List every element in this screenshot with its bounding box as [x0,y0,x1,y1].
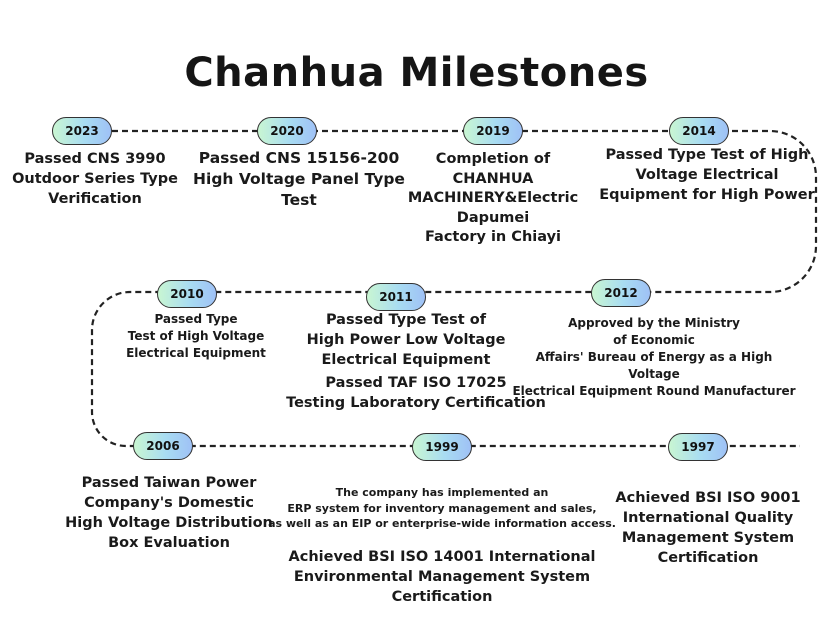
milestone-text-2023: Passed CNS 3990 Outdoor Series Type Veri… [12,151,178,207]
milestone-text-2020: Passed CNS 15156-200 High Voltage Panel … [193,149,405,209]
milestone-text-1997: Achieved BSI ISO 9001 International Qual… [615,490,801,566]
milestone-text-2019: Completion of CHANHUA MACHINERY&Electric… [407,151,579,246]
year-pill-1997: 1997 [668,433,728,461]
year-pill-1999: 1999 [412,433,472,461]
year-pill-2020: 2020 [257,117,317,145]
year-pill-2011: 2011 [366,283,426,311]
milestone-text-2011-certification: Passed TAF ISO 17025 Testing Laboratory … [286,375,546,411]
timeline-row1-line [82,129,818,448]
page-title: Chanhua Milestones [184,50,649,96]
milestone-text-2012: Approved by the Ministry of Economic Aff… [512,316,796,398]
year-pill-2012: 2012 [591,279,651,307]
milestone-text-1999-certification: Achieved BSI ISO 14001 International Env… [288,549,596,605]
year-pill-2010: 2010 [157,280,217,308]
milestone-text-1999: The company has implemented an ERP syste… [268,486,616,530]
milestone-text-2006: Passed Taiwan Power Company's Domestic H… [65,475,273,551]
year-pill-2006: 2006 [133,432,193,460]
year-pill-2019: 2019 [463,117,523,145]
milestone-text-2011: Passed Type Test of High Power Low Volta… [306,312,506,368]
milestone-text-2014: Passed Type Test of High Voltage Electri… [599,147,815,203]
year-pill-2023: 2023 [52,117,112,145]
year-pill-2014: 2014 [669,117,729,145]
milestone-text-2010: Passed Type Test of High Voltage Electri… [126,312,266,360]
